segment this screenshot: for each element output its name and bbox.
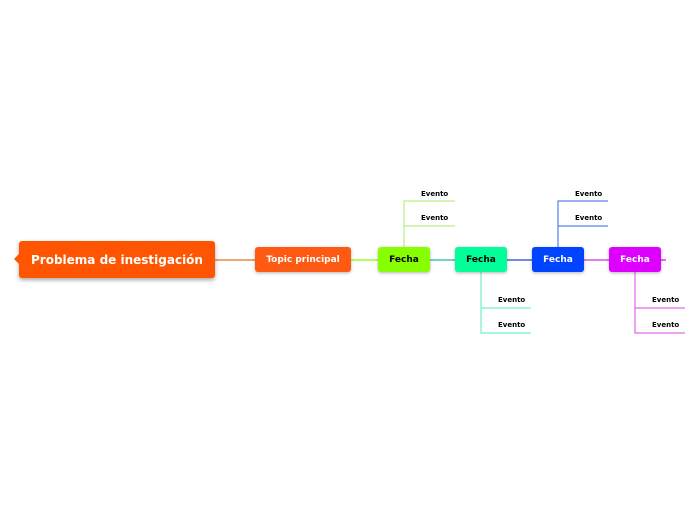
root-notch xyxy=(14,254,19,264)
evento-label[interactable]: Evento xyxy=(575,214,603,222)
fecha-node-2[interactable]: Fecha xyxy=(455,247,507,272)
evento-label[interactable]: Evento xyxy=(498,296,526,304)
fecha-label: Fecha xyxy=(466,254,496,265)
fecha-label: Fecha xyxy=(389,254,419,265)
evento-label[interactable]: Evento xyxy=(498,321,526,329)
fecha-label: Fecha xyxy=(543,254,573,265)
fecha-node-3[interactable]: Fecha xyxy=(532,247,584,272)
evento-label[interactable]: Evento xyxy=(652,321,680,329)
fecha-label: Fecha xyxy=(620,254,650,265)
branch-fecha3-events xyxy=(557,200,608,247)
evento-label[interactable]: Evento xyxy=(421,214,449,222)
fecha-node-4[interactable]: Fecha xyxy=(609,247,661,272)
evento-label[interactable]: Evento xyxy=(652,296,680,304)
main-topic[interactable]: Topic principal xyxy=(255,247,351,272)
fecha-node-1[interactable]: Fecha xyxy=(378,247,430,272)
branch-fecha1-events xyxy=(403,200,455,247)
root-topic[interactable]: Problema de inestigación xyxy=(14,241,215,278)
branch-fecha4-events xyxy=(634,272,685,334)
evento-label[interactable]: Evento xyxy=(575,190,603,198)
evento-label[interactable]: Evento xyxy=(421,190,449,198)
root-topic-label: Problema de inestigación xyxy=(31,252,203,267)
main-topic-label: Topic principal xyxy=(266,254,340,265)
branch-fecha2-events xyxy=(480,272,531,334)
